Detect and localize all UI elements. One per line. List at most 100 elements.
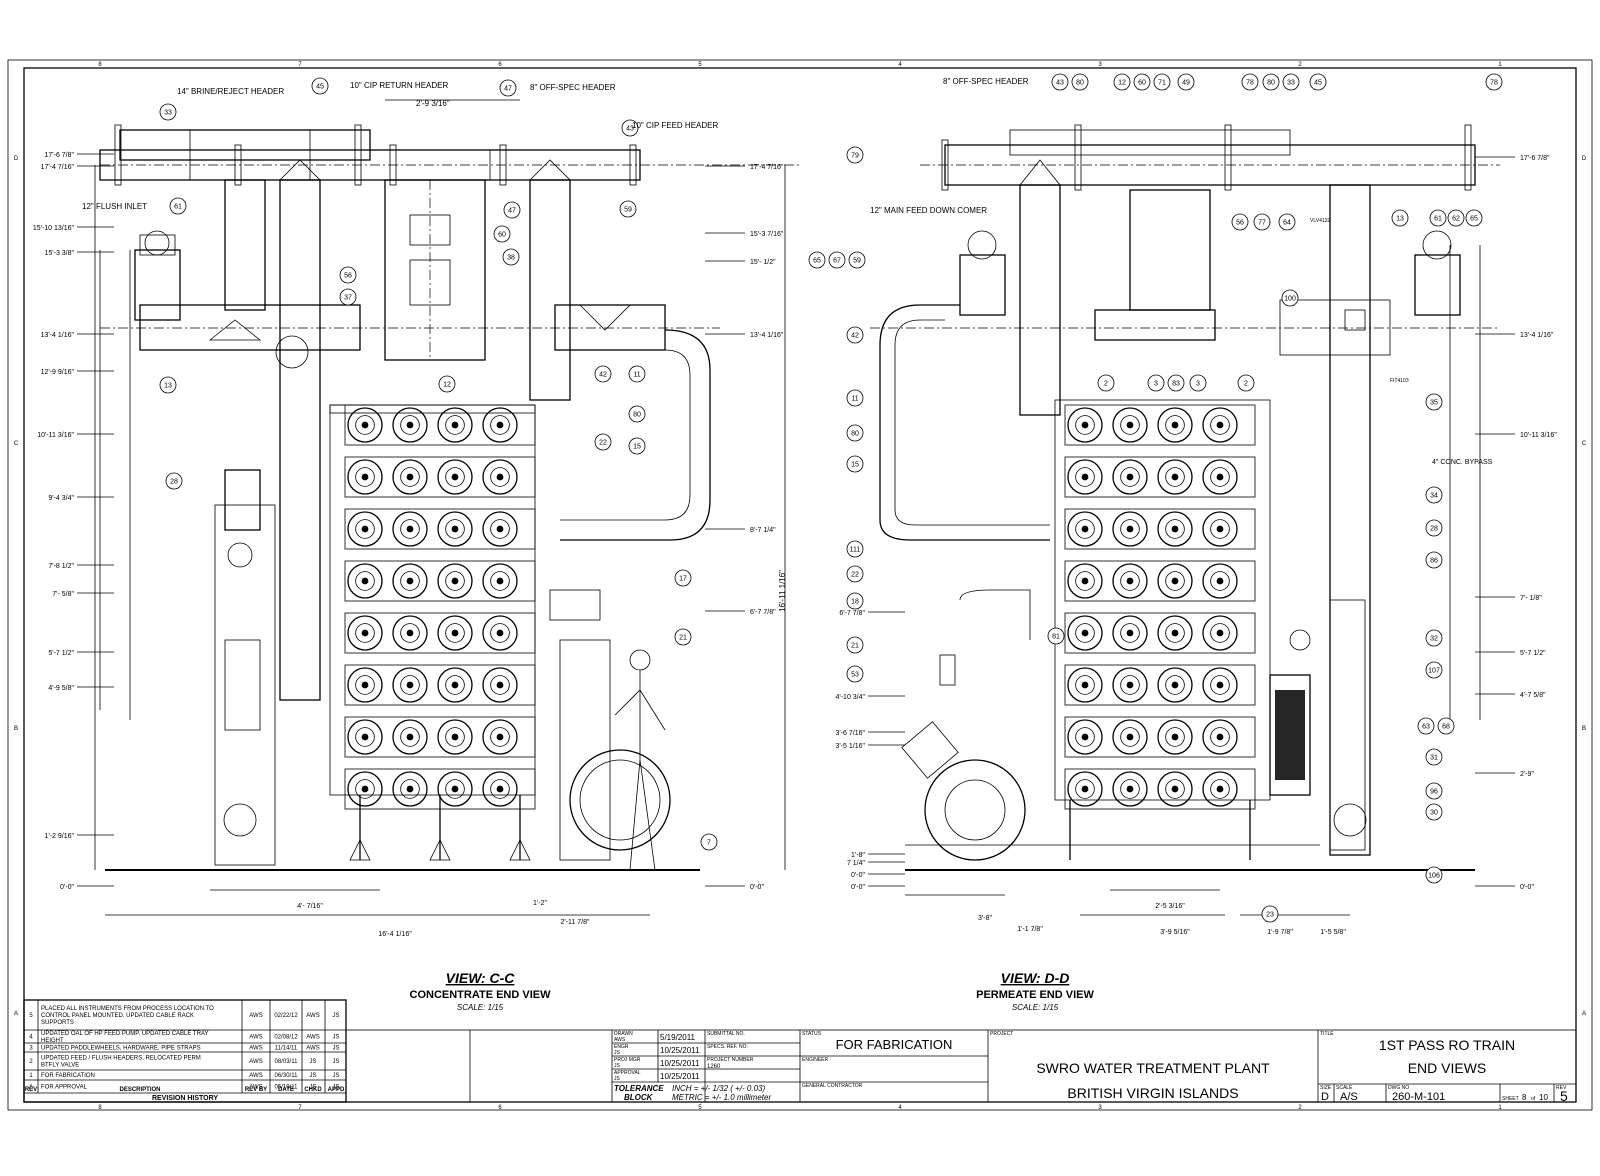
rev-chkd: AWS xyxy=(306,1035,319,1041)
project-line-2: BRITISH VIRGIN ISLANDS xyxy=(1067,1085,1238,1101)
pressure-vessel xyxy=(1067,667,1103,703)
callout-bubble xyxy=(1133,73,1151,91)
dimension-label: 5'-7 1/2" xyxy=(48,650,74,657)
pressure-vessel xyxy=(347,771,383,807)
pressure-vessel xyxy=(347,667,383,703)
callout-bubble xyxy=(674,628,692,646)
label-conc-bypass: 4" CONC. BYPASS xyxy=(1432,459,1493,466)
pressure-vessel xyxy=(437,667,473,703)
callout-number: 61 xyxy=(174,204,182,211)
label-cip-return-header: 10" CIP RETURN HEADER xyxy=(350,81,448,90)
pressure-vessel xyxy=(482,407,518,443)
callout-number: 65 xyxy=(813,258,821,265)
callout-number: 30 xyxy=(1430,810,1438,817)
pressure-vessel xyxy=(347,563,383,599)
dimension-label: 2'-11 7/8" xyxy=(561,919,591,926)
pressure-vessel xyxy=(1112,407,1148,443)
rev-id: 4 xyxy=(29,1035,33,1041)
dimension-label: 3'-8" xyxy=(978,915,992,922)
title-label: TITLE xyxy=(1320,1031,1334,1037)
drawn-label: DRAWN xyxy=(614,1031,633,1037)
rev-appd: JS xyxy=(332,1046,339,1052)
pressure-vessel xyxy=(437,771,473,807)
callout-number: 22 xyxy=(851,572,859,579)
rev-description: CONTROL PANEL MOUNTED. UPDATED CABLE RAC… xyxy=(41,1013,194,1019)
callout-bubble xyxy=(628,365,646,383)
rev-by: AWS xyxy=(249,1073,262,1079)
callout-bubble xyxy=(1391,209,1409,227)
callout-bubble xyxy=(1113,73,1131,91)
view-dd-drawing xyxy=(870,124,1500,916)
rev-description: FOR APPROVAL xyxy=(41,1085,88,1091)
dimension-label: 0'-0" xyxy=(1520,884,1534,891)
callout-bubble xyxy=(1425,661,1443,679)
callout-bubble xyxy=(1167,374,1185,392)
pressure-vessel xyxy=(392,719,428,755)
callout-bubble xyxy=(808,251,826,269)
callout-bubble xyxy=(159,103,177,121)
project-number: 1260 xyxy=(707,1064,721,1070)
dimension-label: 3'-9 5/16" xyxy=(1160,929,1190,936)
dimension-label: 5'-7 1/2" xyxy=(1520,650,1546,657)
callout-number: 79 xyxy=(851,153,859,160)
callout-bubble xyxy=(621,119,639,137)
brine-header-pipe xyxy=(119,129,371,161)
callout-bubble xyxy=(1147,374,1165,392)
pressure-vessel xyxy=(1067,719,1103,755)
pressure-vessel xyxy=(1157,615,1193,651)
of-label: of xyxy=(1531,1096,1536,1102)
callout-bubble xyxy=(1425,866,1443,884)
desc-col-header: DESCRIPTION xyxy=(119,1087,160,1093)
dimension-label: 1'-5 5/8" xyxy=(1320,929,1346,936)
callout-bubble xyxy=(1425,748,1443,766)
callout-bubble xyxy=(1447,209,1465,227)
callout-number: 80 xyxy=(851,431,859,438)
dimension-label: 12'-9 9/16" xyxy=(41,369,75,376)
callout-number: 77 xyxy=(1258,220,1266,227)
grid-col-bottom-7: 7 xyxy=(298,1105,302,1111)
dimension-label: 4'-10 3/4" xyxy=(835,694,865,701)
rev-chkd: JS xyxy=(309,1073,316,1079)
engr-by: JS xyxy=(614,1050,621,1056)
callout-number: 15 xyxy=(851,462,859,469)
grid-row-left-B: B xyxy=(14,726,18,732)
callout-number: 11 xyxy=(851,396,858,403)
callout-number: 59 xyxy=(624,207,632,214)
pressure-vessel xyxy=(392,563,428,599)
title-line-1: 1ST PASS RO TRAIN xyxy=(1379,1037,1515,1053)
appr-by: JS xyxy=(614,1076,621,1082)
dd-pressure-vessel-array xyxy=(1064,404,1256,810)
dimension-label: 13'-4 1/16" xyxy=(1520,332,1554,339)
dimension-label: 1'-2 9/16" xyxy=(44,833,74,840)
pressure-vessel xyxy=(482,459,518,495)
callout-number: 49 xyxy=(1182,80,1190,87)
grid-col-top-7: 7 xyxy=(298,62,302,68)
dimension-label: 17'-4 7/16" xyxy=(750,164,784,171)
callout-bubble xyxy=(1189,374,1207,392)
callout-bubble xyxy=(700,833,718,851)
view-cc-drawing xyxy=(94,99,800,916)
grid-row-left-A: A xyxy=(14,1011,18,1017)
sheet-label: SHEET xyxy=(1502,1096,1519,1102)
callout-number: 28 xyxy=(1430,526,1438,533)
dimension-label: 6'-7 7/8" xyxy=(839,610,865,617)
pressure-vessel xyxy=(1202,615,1238,651)
callout-bubble xyxy=(1231,213,1249,231)
callout-bubble xyxy=(1425,782,1443,800)
pressure-vessel xyxy=(437,615,473,651)
dimension-label: 4'-9 5/8" xyxy=(48,685,74,692)
pressure-vessel xyxy=(347,459,383,495)
dimension-label: 15'-3 3/8" xyxy=(44,250,74,257)
pressure-vessel xyxy=(1202,719,1238,755)
title-line-2: END VIEWS xyxy=(1408,1060,1487,1076)
callout-number: 63 xyxy=(1422,724,1430,731)
pressure-vessel xyxy=(1112,667,1148,703)
callout-bubble xyxy=(846,565,864,583)
rev-id: 2 xyxy=(29,1059,33,1065)
callout-number: 31 xyxy=(1430,755,1438,762)
callout-bubble xyxy=(159,376,177,394)
callout-bubble xyxy=(165,472,183,490)
callout-bubble xyxy=(1309,73,1327,91)
